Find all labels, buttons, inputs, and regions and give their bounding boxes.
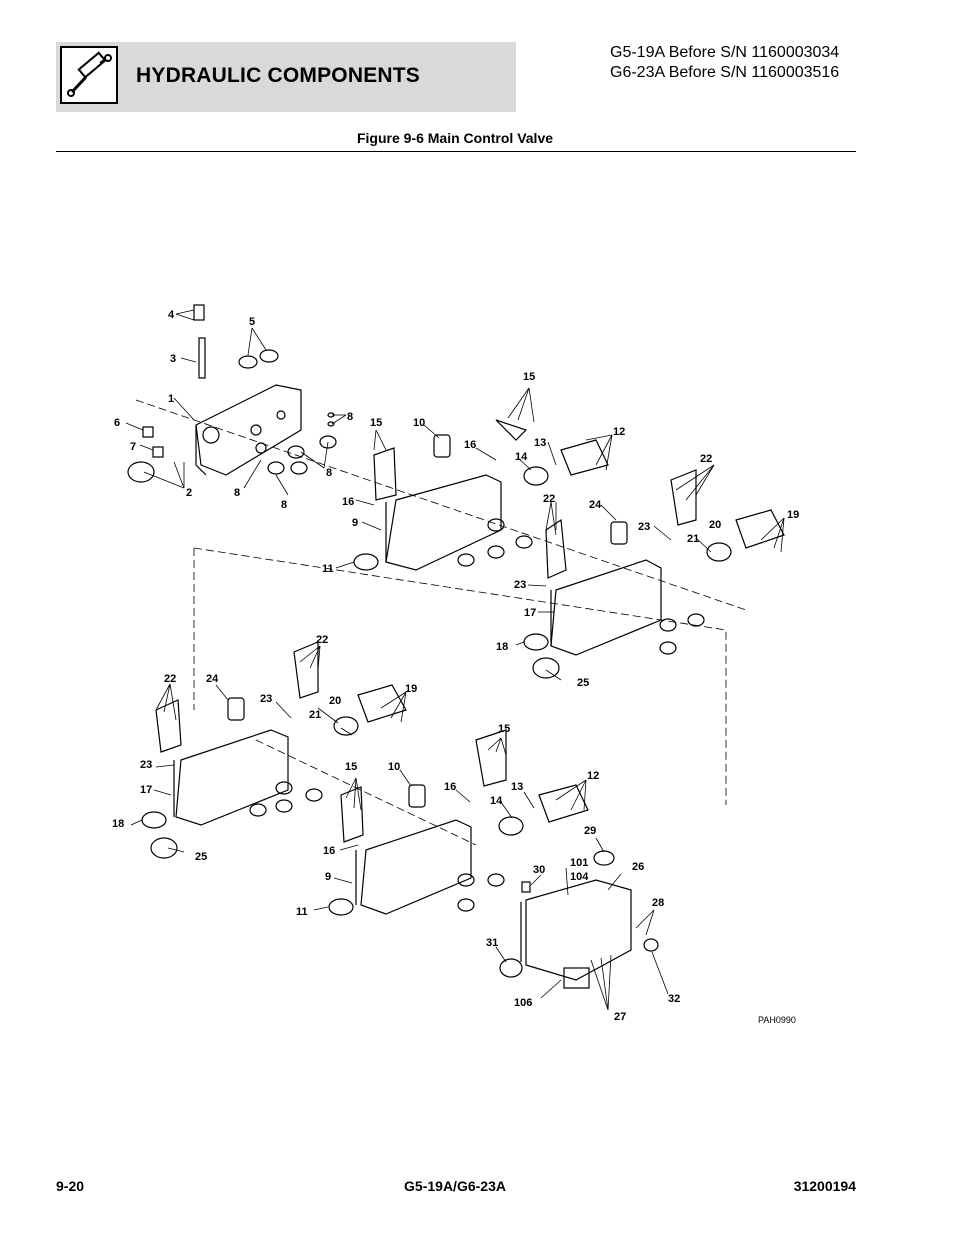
inlet-section [127, 304, 337, 483]
callout-13a: 13 [534, 437, 546, 449]
page-number: 9-20 [56, 1178, 85, 1194]
callout-15d: 15 [498, 723, 510, 735]
callout-16b: 16 [342, 496, 354, 508]
callout-13b: 13 [511, 781, 523, 793]
callout-104: 104 [570, 871, 589, 883]
callout-23c: 23 [260, 693, 272, 705]
callout-14b: 14 [490, 795, 503, 807]
callout-23d: 23 [140, 759, 152, 771]
callout-31: 31 [486, 937, 498, 949]
callout-106: 106 [514, 997, 532, 1009]
callout-2: 2 [186, 487, 192, 499]
callout-22d: 22 [164, 673, 176, 685]
divider [56, 151, 856, 152]
callout-18a: 18 [496, 641, 508, 653]
valve-section-lower-2 [328, 729, 589, 916]
callout-4: 4 [168, 309, 175, 321]
callout-22c: 22 [316, 634, 328, 646]
callout-8c: 8 [234, 487, 240, 499]
callout-16d: 16 [323, 845, 335, 857]
callout-20b: 20 [329, 695, 341, 707]
callout-9b: 9 [325, 871, 331, 883]
callout-17b: 17 [140, 784, 152, 796]
callout-19b: 19 [405, 683, 417, 695]
callout-19a: 19 [787, 509, 799, 521]
callout-8b: 8 [326, 467, 332, 479]
valve-section-upper-1 [353, 419, 609, 571]
callout-26: 26 [632, 861, 644, 873]
serial-line-1: G5-19A Before S/N 1160003034 [610, 44, 840, 61]
callout-11a: 11 [322, 563, 334, 575]
callout-1: 1 [168, 393, 174, 405]
callout-18b: 18 [112, 818, 124, 830]
figure-code: PAH0990 [758, 1015, 796, 1025]
serial-line-2: G6-23A Before S/N 1160003516 [610, 64, 840, 81]
document-number: 31200194 [793, 1178, 856, 1194]
callout-20a: 20 [709, 519, 721, 531]
callout-25b: 25 [195, 851, 207, 863]
callout-27: 27 [614, 1011, 626, 1023]
callout-8a: 8 [347, 411, 353, 423]
page-title: HYDRAULIC COMPONENTS [136, 64, 421, 87]
callout-8d: 8 [281, 499, 287, 511]
alignment-lines [135, 399, 747, 846]
callout-28: 28 [652, 897, 664, 909]
model-footer: G5-19A/G6-23A [404, 1178, 506, 1194]
callout-12a: 12 [613, 426, 625, 438]
callout-23b: 23 [514, 579, 526, 591]
callout-101: 101 [570, 857, 588, 869]
callout-21b: 21 [309, 709, 321, 721]
callout-22b: 22 [700, 453, 712, 465]
callout-5: 5 [249, 316, 255, 328]
callout-29: 29 [584, 825, 596, 837]
valve-section-upper-2 [523, 469, 785, 679]
callout-15a: 15 [370, 417, 382, 429]
valve-section-lower-1 [141, 641, 407, 859]
callout-30: 30 [533, 864, 545, 876]
callout-16c: 16 [444, 781, 456, 793]
outlet-section [499, 850, 659, 989]
callout-17a: 17 [524, 607, 536, 619]
callout-9a: 9 [352, 517, 358, 529]
section-header: HYDRAULIC COMPONENTS [56, 42, 516, 112]
exploded-diagram: 4 5 3 1 6 7 2 8 8 8 8 15 10 16 15 13 14 … [112, 304, 799, 1025]
callout-3: 3 [170, 353, 176, 365]
callout-16a: 16 [464, 439, 476, 451]
callout-7: 7 [130, 441, 136, 453]
callout-10a: 10 [413, 417, 425, 429]
callout-25a: 25 [577, 677, 589, 689]
callout-10b: 10 [388, 761, 400, 773]
hydraulic-cylinder-icon [60, 46, 118, 104]
callout-24b: 24 [206, 673, 219, 685]
callout-14a: 14 [515, 451, 528, 463]
callout-12b: 12 [587, 770, 599, 782]
figure-title: Figure 9-6 Main Control Valve [356, 130, 554, 146]
callout-6: 6 [114, 417, 120, 429]
callout-11b: 11 [296, 906, 308, 918]
callout-24a: 24 [589, 499, 602, 511]
leader-lines [125, 309, 785, 1011]
callout-22a: 22 [543, 493, 555, 505]
callout-15b: 15 [523, 371, 535, 383]
callout-21a: 21 [687, 533, 699, 545]
callout-labels: 4 5 3 1 6 7 2 8 8 8 8 15 10 16 15 13 14 … [112, 309, 799, 1025]
callout-32: 32 [668, 993, 680, 1005]
callout-15c: 15 [345, 761, 357, 773]
callout-23a: 23 [638, 521, 650, 533]
